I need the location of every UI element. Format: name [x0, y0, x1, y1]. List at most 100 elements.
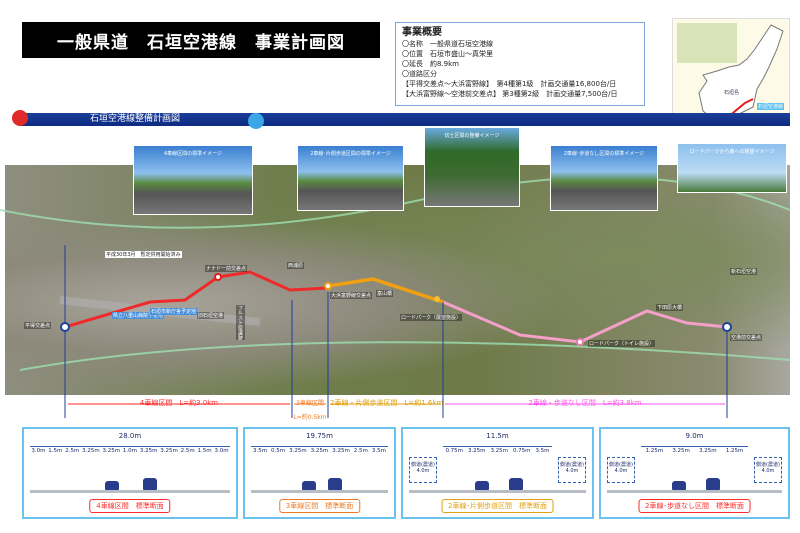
map-label: ナナドー前交差点 [205, 265, 248, 272]
overview-line: 【平得交差点～大浜富野線】 第4種第1級 計画交通量16,800台/日 [402, 80, 617, 88]
side-road-label: 側道(農道) [560, 462, 584, 468]
lane-width: 3.25m [310, 448, 329, 454]
lane-width: 1.25m [645, 448, 664, 454]
lane-width: 0.5m [271, 448, 286, 454]
side-road-label: 側道(農道) [609, 462, 633, 468]
inset-label-island: 石垣島 [724, 90, 740, 96]
photo-roadpark-view: ロードパークから東への眺望イメージ [677, 143, 787, 193]
intersection-marker [324, 282, 332, 290]
okinawa-islands-map [677, 23, 737, 63]
lane-width: 1.25m [725, 448, 744, 454]
map-label: フルスト原遺跡 [236, 305, 245, 340]
overview-line: 〇位置 石垣市盛山～真栄里 [402, 50, 493, 58]
side-road-box: 側道(農道)4.0m [558, 457, 586, 483]
project-overview: 事業概要 〇名称 一般県道石垣空港線 〇位置 石垣市盛山～真栄里 〇延長 約8.… [395, 22, 645, 106]
lane-width: 3.5m [252, 448, 268, 454]
end-marker [722, 322, 732, 332]
lane-width: 3.25m [82, 448, 100, 454]
map-label: 県立八重山病院予定地 [112, 312, 165, 319]
road-surface [607, 490, 782, 493]
lane-width: 3.25m [699, 448, 717, 454]
map-label: 石垣市新庁舎予定地 [150, 308, 198, 315]
cross-section-caption: 3車線区間 標準断面 [278, 499, 361, 513]
lane-width: 3.25m [139, 448, 158, 454]
section-label-3lane: 3車線区間 [296, 400, 324, 407]
lane-width: 3.25m [102, 448, 121, 454]
route-2lane-sidewalk [327, 277, 444, 304]
overview-line: 〇道路区分 [402, 70, 437, 78]
roadpark-marker [434, 296, 440, 302]
vehicle-icon [142, 478, 157, 490]
page-title: 一般県道 石垣空港線 事業計画図 [22, 22, 380, 58]
map-label: ロードパーク（トイレ施設） [588, 340, 656, 347]
photo-2lane: 2車線･歩道なし区間の標準イメージ [550, 145, 658, 211]
section-banner: 石垣空港線整備計画図 [15, 113, 790, 126]
total-width: 11.5m [486, 432, 509, 440]
section-length-3lane: L=約0.5km [293, 414, 327, 421]
lane-width: 1.5m [48, 448, 63, 454]
old-airport-runway [59, 296, 261, 326]
hibiscus-icon [248, 113, 264, 129]
road-surface [409, 490, 586, 493]
side-road-box: 側道(農道)4.0m [409, 457, 437, 483]
lane-width: 3.25m [490, 448, 509, 454]
lane-width: 2.5m [353, 448, 368, 454]
vehicle-icon [705, 478, 720, 490]
vehicle-icon [508, 478, 523, 490]
lane-width: 2.5m [65, 448, 80, 454]
section-label-2lane-sidewalk: 2車線・片側歩道区間 L=約1.6km [330, 399, 444, 407]
lane-width: 3.0m [214, 448, 229, 454]
intersection-marker [214, 273, 222, 281]
route-2lane [442, 300, 728, 344]
hibiscus-icon [12, 110, 28, 126]
lane-width: 3.5m [371, 448, 386, 454]
photo-cut-section: 切土区間の整備イメージ [424, 127, 520, 207]
car-icon [301, 481, 316, 490]
car-icon [474, 481, 489, 490]
dimension-row: 1.25m 3.25m 3.25m 1.25m [641, 446, 748, 454]
map-label: ロードパーク（展望施設） [400, 314, 463, 321]
cross-section-caption: 2車線･片側歩道区間 標準断面 [441, 499, 554, 513]
lane-width: 3.25m [289, 448, 307, 454]
road-surface [251, 490, 388, 493]
overview-line: 〇延長 約8.9km [402, 60, 460, 68]
side-road-width: 4.0m [614, 468, 628, 474]
car-icon [104, 481, 119, 490]
lane-width: 3.25m [332, 448, 350, 454]
vehicle-icon [328, 478, 343, 490]
road-surface [30, 490, 230, 493]
lane-width: 3.25m [160, 448, 178, 454]
overview-line: 〇名称 一般県道石垣空港線 [402, 40, 493, 48]
cross-section-caption: 2車線･歩道なし区間 標準断面 [638, 499, 751, 513]
lane-width: 3.25m [467, 448, 486, 454]
map-label: 大浜富野線交差点 [330, 292, 373, 299]
lane-width: 2.5m [180, 448, 195, 454]
section-label-2lane: 2車線・歩道なし区間 L=約3.8km [528, 399, 642, 407]
map-label: 平成30年3月 暫定供用開始済み [105, 251, 182, 258]
lane-width: 1.0m [122, 448, 138, 454]
ishigaki-island-outline [698, 24, 784, 120]
lane-width: 3.25m [672, 448, 690, 454]
map-label: 平得交差点 [24, 322, 52, 329]
side-road-width: 4.0m [416, 468, 430, 474]
side-road-box: 側道(農道)4.0m [607, 457, 635, 483]
photo-2lane-sidewalk: 2車線･片側歩道区間の標準イメージ [297, 145, 404, 211]
side-road-box: 側道(農道)4.0m [754, 457, 782, 483]
map-label: 空港前交差点 [730, 334, 763, 341]
side-road-label: 側道(農道) [756, 462, 780, 468]
map-label: 西浦原 [287, 262, 305, 269]
lane-width: 3.0m [31, 448, 46, 454]
side-road-width: 4.0m [761, 468, 775, 474]
lane-width: 3.5m [535, 448, 550, 454]
map-label: 新石垣空港 [730, 268, 758, 275]
lane-width: 1.5m [197, 448, 212, 454]
map-label: 旧石垣空港 [197, 312, 225, 319]
existing-road [19, 341, 791, 371]
lane-width: 0.75m [445, 448, 464, 454]
side-road-width: 4.0m [565, 468, 579, 474]
